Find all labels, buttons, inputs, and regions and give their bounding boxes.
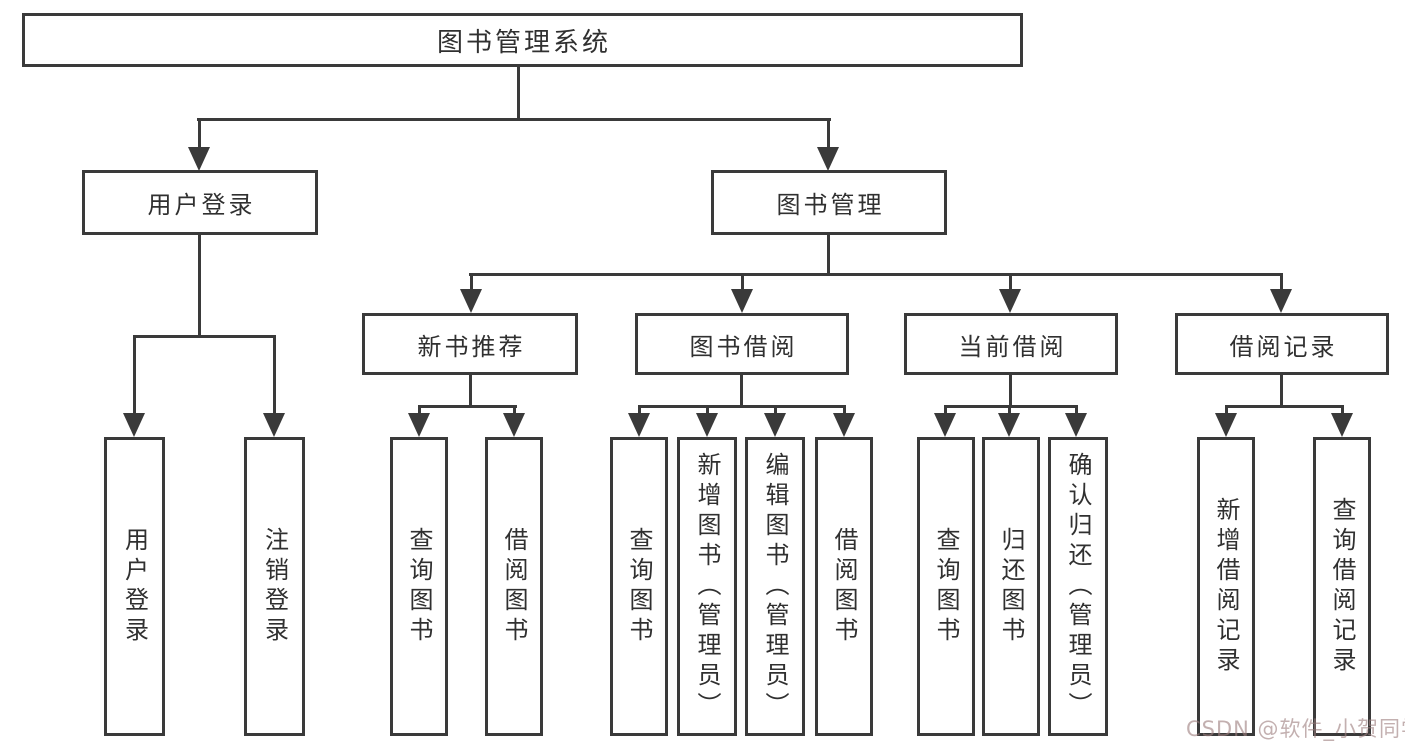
arrow-down-icon — [1270, 289, 1292, 313]
leaf-user-login: 用户登录 — [104, 437, 165, 736]
leaf-return-books: 归还图书 — [982, 437, 1040, 736]
leaf-label: 借阅图书 — [500, 526, 528, 647]
node-label: 借阅记录 — [1229, 332, 1338, 361]
arrow-down-icon — [460, 289, 482, 313]
connector-line — [1009, 375, 1012, 408]
leaf-label: 查询借阅记录 — [1328, 496, 1356, 677]
connector-line — [513, 405, 516, 415]
connector-line — [1280, 375, 1283, 408]
connector-line — [1225, 405, 1228, 415]
connector-line — [1075, 405, 1078, 415]
leaf-edit-books-admin: 编辑图书（管理员） — [745, 437, 805, 736]
connector-line — [1341, 405, 1344, 415]
leaf-query-books-recommend: 查询图书 — [390, 437, 448, 736]
node-label: 图书借阅 — [689, 332, 798, 361]
arrow-down-icon — [263, 413, 285, 437]
node-new-book-recommendation: 新书推荐 — [362, 313, 578, 375]
connector-line — [843, 405, 846, 415]
leaf-borrow-books: 借阅图书 — [815, 437, 873, 736]
arrow-down-icon — [408, 413, 430, 437]
leaf-label: 注销登录 — [260, 526, 289, 647]
leaf-label: 借阅图书 — [830, 526, 858, 647]
leaf-query-borrow-record: 查询借阅记录 — [1313, 437, 1371, 736]
connector-line — [740, 375, 743, 408]
arrow-down-icon — [1215, 413, 1237, 437]
arrow-down-icon — [934, 413, 956, 437]
node-book-borrowing: 图书借阅 — [635, 313, 849, 375]
connector-line — [133, 335, 136, 415]
arrow-down-icon — [817, 147, 839, 171]
leaf-logout: 注销登录 — [244, 437, 305, 736]
leaf-query-books-current: 查询图书 — [917, 437, 975, 736]
arrow-down-icon — [998, 413, 1020, 437]
leaf-label: 新增图书（管理员） — [693, 451, 721, 722]
leaf-add-books-admin: 新增图书（管理员） — [677, 437, 737, 736]
connector-line — [638, 405, 846, 408]
connector-line — [706, 405, 709, 415]
node-label: 新书推荐 — [417, 332, 526, 361]
node-current-borrowing: 当前借阅 — [904, 313, 1118, 375]
node-library-management-system: 图书管理系统 — [22, 13, 1023, 67]
connector-line — [944, 405, 947, 415]
leaf-add-borrow-record: 新增借阅记录 — [1197, 437, 1255, 736]
arrow-down-icon — [503, 413, 525, 437]
leaf-confirm-return-admin: 确认归还（管理员） — [1048, 437, 1108, 736]
node-label: 图书管理 — [776, 191, 885, 219]
connector-line — [418, 405, 421, 415]
connector-line — [827, 118, 830, 150]
node-label: 用户登录 — [147, 191, 256, 219]
connector-line — [944, 405, 1078, 408]
connector-line — [827, 235, 830, 273]
connector-line — [1280, 273, 1283, 291]
connector-line — [273, 335, 276, 415]
leaf-label: 查询图书 — [932, 526, 960, 647]
node-borrowing-records: 借阅记录 — [1175, 313, 1389, 375]
arrow-down-icon — [696, 413, 718, 437]
connector-line — [741, 273, 744, 291]
leaf-label: 查询图书 — [405, 526, 433, 647]
connector-line — [469, 273, 1283, 276]
arrow-down-icon — [731, 289, 753, 313]
leaf-label: 用户登录 — [120, 526, 149, 647]
connector-line — [774, 405, 777, 415]
arrow-down-icon — [833, 413, 855, 437]
leaf-label: 归还图书 — [997, 526, 1025, 647]
connector-line — [418, 405, 517, 408]
connector-line — [638, 405, 641, 415]
connector-line — [1009, 273, 1012, 291]
connector-line — [517, 67, 520, 118]
leaf-borrow-books-recommend: 借阅图书 — [485, 437, 543, 736]
leaf-label: 编辑图书（管理员） — [761, 451, 789, 722]
connector-line — [470, 273, 473, 291]
leaf-label: 新增借阅记录 — [1212, 496, 1240, 677]
arrow-down-icon — [628, 413, 650, 437]
leaf-label: 查询图书 — [625, 526, 653, 647]
connector-line — [197, 118, 831, 121]
connector-line — [198, 235, 201, 337]
node-book-management: 图书管理 — [711, 170, 947, 235]
arrow-down-icon — [764, 413, 786, 437]
arrow-down-icon — [1331, 413, 1353, 437]
arrow-down-icon — [1065, 413, 1087, 437]
node-label: 当前借阅 — [958, 332, 1067, 361]
connector-line — [1225, 405, 1343, 408]
connector-line — [198, 118, 201, 150]
arrow-down-icon — [999, 289, 1021, 313]
connector-line — [1008, 405, 1011, 415]
arrow-down-icon — [123, 413, 145, 437]
leaf-label: 确认归还（管理员） — [1064, 451, 1092, 722]
connector-line — [469, 375, 472, 408]
node-user-login: 用户登录 — [82, 170, 318, 235]
leaf-query-books-borrow: 查询图书 — [610, 437, 668, 736]
connector-line — [133, 335, 276, 338]
watermark: CSDN @软件_小贺同学 — [1186, 717, 1405, 741]
arrow-down-icon — [188, 147, 210, 171]
node-label: 图书管理系统 — [436, 27, 611, 58]
